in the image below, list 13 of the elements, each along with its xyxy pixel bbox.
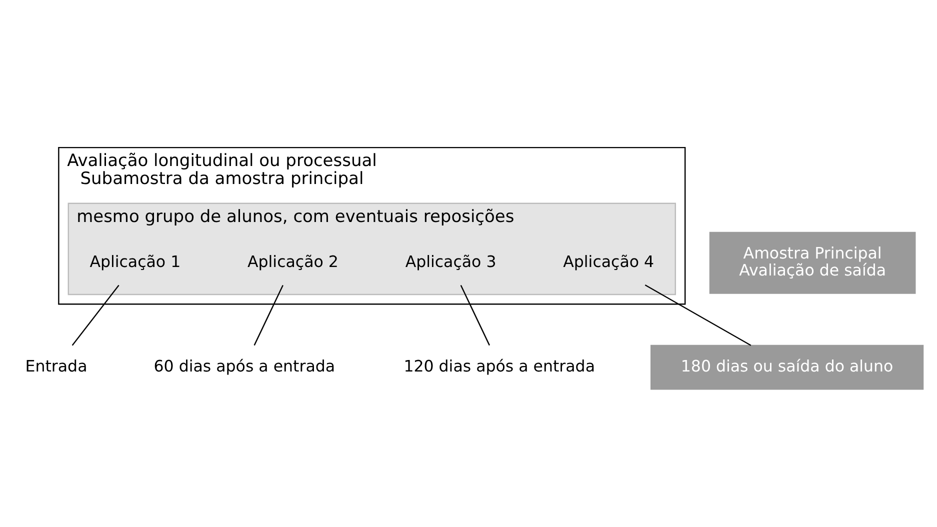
- node-text: Aplicação 2: [247, 252, 338, 272]
- connector: [644, 284, 751, 346]
- node-text: 60 dias após a entrada: [153, 356, 335, 376]
- node-text: Aplicação 3: [404, 252, 496, 272]
- node-box: 180 dias ou saída do aluno: [650, 344, 924, 390]
- connector: [253, 284, 283, 346]
- node-text: Entrada: [24, 356, 87, 376]
- node-box: Amostra Principal Avaliação de saída: [708, 232, 916, 294]
- connector: [71, 284, 119, 346]
- node-text: 120 dias após a entrada: [403, 356, 594, 376]
- node-text: Aplicação 1: [89, 252, 180, 272]
- connector: [460, 284, 490, 346]
- node-text: Aplicação 4: [562, 252, 654, 272]
